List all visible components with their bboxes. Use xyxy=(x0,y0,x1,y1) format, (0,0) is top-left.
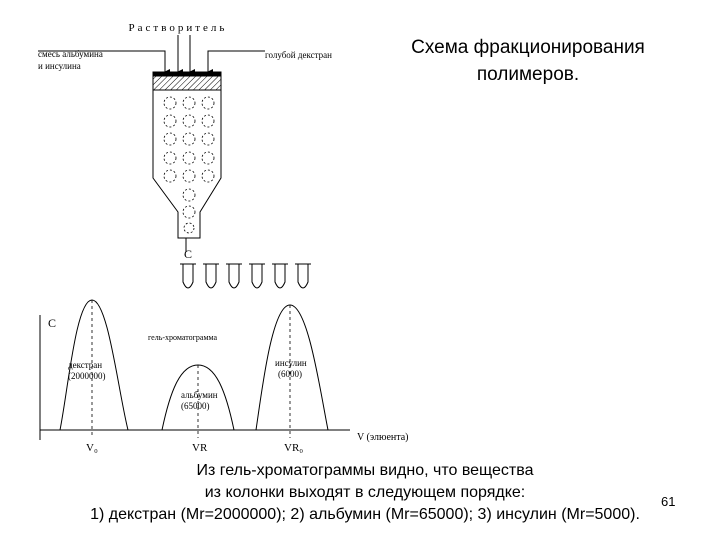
peak-centerlines xyxy=(91,300,291,438)
peak-insulin-label-line-2: (6000) xyxy=(278,369,302,379)
peak-insulin-label-line-1: инсулин xyxy=(275,358,307,368)
tick-label-v0: V₀ xyxy=(86,442,98,454)
mixture-label-line-2: и инсулина xyxy=(38,61,81,71)
tube-3 xyxy=(228,264,240,289)
fractionation-diagram: Растворитель смесь альбумина и инсулина … xyxy=(38,22,409,454)
caption-line-3: 1) декстран (Mr=2000000); 2) альбумин (M… xyxy=(90,506,640,523)
peak-dextran-label-line-1: декстран xyxy=(68,360,102,370)
slide-title: Схема фракционирования полимеров. xyxy=(378,34,678,88)
gel-beads xyxy=(163,96,215,234)
slide-title-line-1: Схема фракционирования xyxy=(411,37,645,58)
chromatogram-title: гель-хроматограмма xyxy=(148,333,218,342)
page-number: 61 xyxy=(661,494,676,509)
input-lines xyxy=(38,35,265,75)
chromatogram-x-label: V (элюента) xyxy=(357,432,409,443)
peak-dextran-label-line-2: (2000000) xyxy=(68,371,106,381)
peak-albumin-label-line-2: (65000) xyxy=(181,401,210,411)
outlet-label: С xyxy=(184,247,192,261)
tube-4 xyxy=(251,264,263,289)
caption-line-1: Из гель-хроматограммы видно, что веществ… xyxy=(196,462,534,479)
tube-2 xyxy=(205,264,217,289)
chromatogram-y-label: C xyxy=(48,316,56,330)
tick-label-vr0: VR₀ xyxy=(284,442,303,454)
tube-6 xyxy=(297,264,309,289)
tube-5 xyxy=(274,264,286,289)
column xyxy=(152,71,222,252)
solvent-label: Растворитель xyxy=(129,22,228,34)
tick-label-vr: VR xyxy=(192,442,208,454)
collection-tubes xyxy=(180,263,311,289)
caption: Из гель-хроматограммы видно, что веществ… xyxy=(20,460,710,526)
dextran-label: голубой декстран xyxy=(265,50,332,60)
slide-title-line-2: полимеров. xyxy=(476,64,580,85)
caption-line-2: из колонки выходят в следующем порядке: xyxy=(204,484,526,501)
tube-1 xyxy=(182,264,194,289)
mixture-label-line-1: смесь альбумина xyxy=(38,49,103,59)
peak-albumin-label-line-1: альбумин xyxy=(181,390,218,400)
